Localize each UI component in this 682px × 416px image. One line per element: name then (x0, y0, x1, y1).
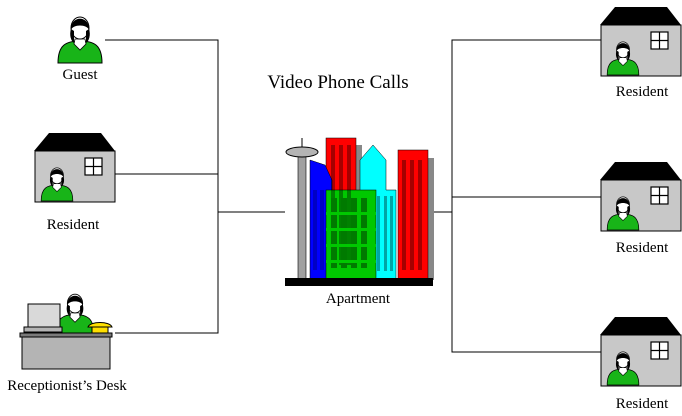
connection-lines (105, 39, 601, 353)
guest-label: Guest (62, 67, 98, 83)
receptionist-desk-icon (19, 293, 113, 370)
apartment-building-icon (285, 137, 434, 286)
resident-house-icon-3 (600, 317, 681, 386)
guest-person-icon (57, 16, 103, 64)
resident-house-icon (34, 133, 115, 202)
receptionist-desk-label: Receptionist’s Desk (7, 378, 127, 394)
right-resident-label-2: Resident (615, 240, 669, 256)
resident-house-icon-2 (600, 162, 681, 231)
left-resident-label: Resident (46, 217, 100, 233)
right-resident-label-3: Resident (615, 396, 669, 412)
diagram-title: Video Phone Calls (267, 72, 409, 93)
resident-house-icon-1 (600, 7, 681, 76)
right-resident-label-1: Resident (615, 84, 669, 100)
hub-label-apartment: Apartment (325, 291, 391, 307)
